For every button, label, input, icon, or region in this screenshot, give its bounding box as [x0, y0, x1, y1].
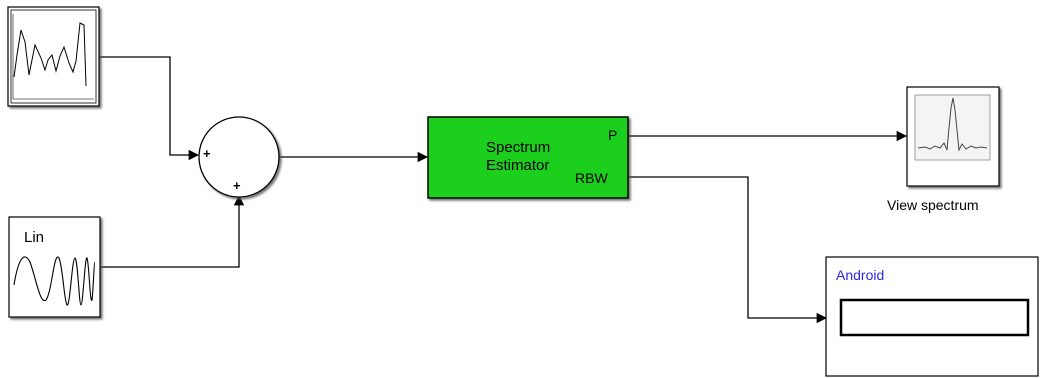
android-display-block[interactable]	[825, 256, 1039, 377]
estimator-port-rbw: RBW	[575, 170, 608, 186]
signal-line-rbw-to-android[interactable]	[628, 176, 828, 324]
estimator-title-line-1: Spectrum	[486, 139, 551, 156]
estimator-title-line-2: Estimator	[486, 157, 550, 174]
estimator-port-p: P	[608, 127, 618, 143]
signal-source-block[interactable]	[7, 6, 100, 107]
random-signal-icon	[13, 22, 87, 87]
chirp-source-block[interactable]	[8, 216, 101, 318]
sum-block[interactable]	[198, 116, 280, 198]
sum-input-sign-1: +	[203, 146, 211, 161]
android-display-title: Android	[836, 267, 885, 283]
chirp-signal-icon	[13, 256, 96, 306]
spectrum-waveform-icon	[917, 97, 988, 152]
android-display-field[interactable]	[839, 298, 1030, 337]
chirp-source-label: Lin	[24, 229, 45, 246]
spectrum-scope-block[interactable]	[906, 86, 1000, 187]
spectrum-estimator-block[interactable]	[427, 116, 629, 199]
sum-input-sign-2: +	[233, 178, 241, 193]
signal-line-source-to-sum[interactable]	[98, 56, 200, 161]
spectrum-scope-caption: View spectrum	[887, 197, 979, 213]
signal-line-chirp-to-sum[interactable]	[100, 194, 245, 268]
